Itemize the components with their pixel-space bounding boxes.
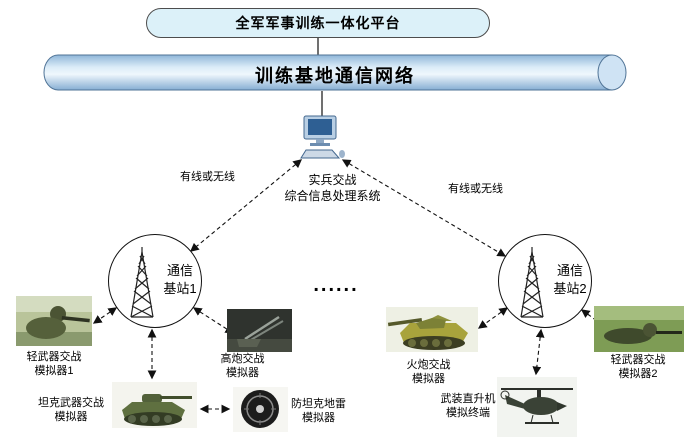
ellipsis-dots: ......: [313, 274, 359, 296]
label-line: 武装直升机: [440, 393, 496, 405]
label-line: 轻武器交战: [610, 354, 666, 366]
base-station-1-circle: [108, 234, 202, 328]
anti-tank-mine-simulator-image: [233, 387, 288, 432]
label-line: 模拟器: [226, 367, 259, 379]
label-line: 模拟器1: [34, 365, 74, 377]
network-cylinder: [42, 54, 628, 97]
mine-device-photo-graphic: [233, 387, 288, 432]
processor-label: 实兵交战 综合信息处理系统: [255, 172, 410, 204]
light-weapon-simulator-2-image: [594, 306, 684, 352]
light-weapon-simulator-1-label: 轻武器交战 模拟器1: [8, 350, 100, 378]
helicopter-terminal-image: [497, 377, 577, 437]
tank-photo-graphic: [112, 382, 197, 428]
station1-to-light-weapon1-arrow: [92, 307, 118, 324]
processor-to-station2-arrow: [341, 159, 507, 257]
soldier-photo-graphic: [16, 296, 92, 346]
tank-weapon-simulator-image: [112, 382, 197, 428]
soldier-photo-graphic: [594, 306, 684, 352]
platform-box: 全军军事训练一体化平台: [146, 8, 490, 38]
base-station-2-circle: [498, 234, 592, 328]
antenna-tower-graphic: [130, 247, 154, 318]
label-line: 轻武器交战: [26, 351, 82, 363]
station-2-label-line1: 通信: [556, 263, 583, 278]
platform-label: 全军军事训练一体化平台: [235, 15, 401, 31]
processor-label-line2: 综合信息处理系统: [284, 189, 381, 203]
processor-to-station1-arrow: [189, 159, 303, 252]
label-line: 模拟器2: [618, 368, 658, 380]
station1-to-aa-gun-arrow: [192, 307, 235, 334]
antenna-tower-icon-1: [127, 246, 157, 325]
aa-gun-photo-graphic: [227, 309, 292, 352]
network-label: 训练基地通信网络: [255, 66, 415, 86]
station2-to-helicopter-arrow: [532, 328, 545, 376]
anti-tank-mine-simulator-label: 防坦克地雷 模拟器: [281, 397, 356, 425]
tank-weapon-simulator-label: 坦克武器交战 模拟器: [25, 396, 117, 424]
light-weapon-simulator-2-label: 轻武器交战 模拟器2: [594, 353, 682, 381]
helicopter-photo-graphic: [497, 377, 577, 437]
label-line: 高炮交战: [220, 353, 265, 365]
link-label-right: 有线或无线: [448, 183, 503, 195]
artillery-simulator-label: 火炮交战 模拟器: [386, 358, 471, 386]
light-weapon-simulator-1-image: [16, 296, 92, 346]
station-1-label: 通信 基站1: [158, 262, 202, 298]
station-2-label: 通信 基站2: [548, 262, 592, 298]
label-line: 模拟器: [302, 412, 335, 424]
antenna-tower-icon-2: [517, 246, 547, 325]
link-label-left: 有线或无线: [180, 171, 235, 183]
label-line: 模拟器: [54, 411, 88, 423]
label-line: 模拟终端: [446, 407, 490, 419]
artillery-photo-graphic: [386, 307, 478, 352]
antenna-tower-graphic: [520, 247, 544, 318]
label-line: 火炮交战: [406, 359, 451, 371]
station-2-label-line2: 基站2: [553, 281, 587, 296]
cylinder-shape-icon: [43, 54, 627, 91]
helicopter-terminal-label: 武装直升机 模拟终端: [428, 392, 508, 420]
processor-label-line1: 实兵交战: [308, 173, 357, 187]
aa-gun-simulator-label: 高炮交战 模拟器: [200, 352, 285, 380]
computer-icon: [298, 114, 346, 162]
station-1-label-line2: 基站1: [163, 281, 197, 296]
station2-to-artillery-arrow: [477, 307, 509, 329]
label-line: 坦克武器交战: [38, 397, 104, 409]
artillery-simulator-image: [386, 307, 478, 352]
label-line: 模拟器: [412, 373, 445, 385]
label-line: 防坦克地雷: [291, 398, 346, 410]
computer-icon-graphic: [300, 115, 345, 159]
station-1-label-line1: 通信: [166, 263, 193, 278]
aa-gun-simulator-image: [227, 309, 292, 352]
